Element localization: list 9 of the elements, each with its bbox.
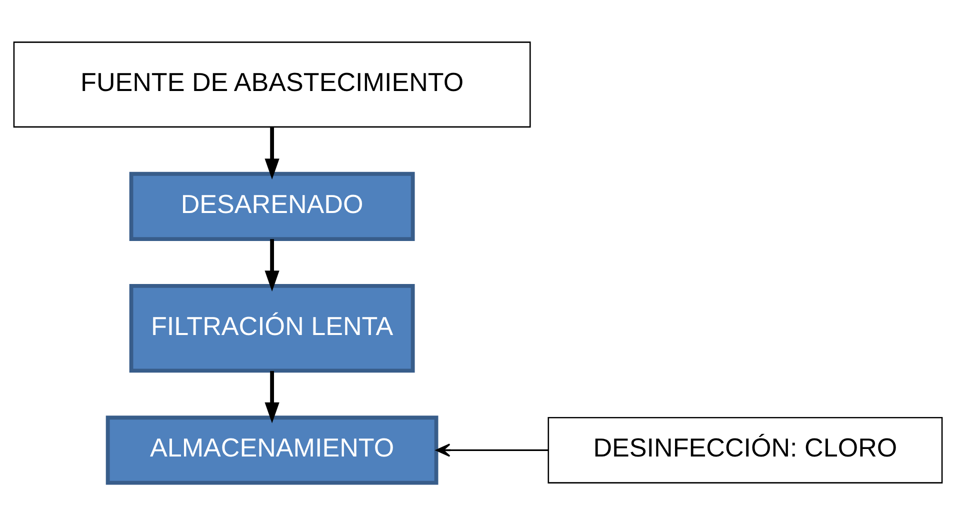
- arrow: [264, 371, 280, 424]
- arrow: [436, 444, 548, 457]
- node-box: FILTRACIÓN LENTA: [129, 284, 415, 373]
- node-box: DESARENADO: [129, 172, 415, 241]
- node-box: FUENTE DE ABASTECIMIENTO: [13, 42, 531, 128]
- node-box: ALMACENAMIENTO: [106, 416, 438, 485]
- arrow: [264, 239, 280, 292]
- arrow: [264, 127, 280, 180]
- node-box: DESINFECCIÓN: CLORO: [548, 416, 943, 484]
